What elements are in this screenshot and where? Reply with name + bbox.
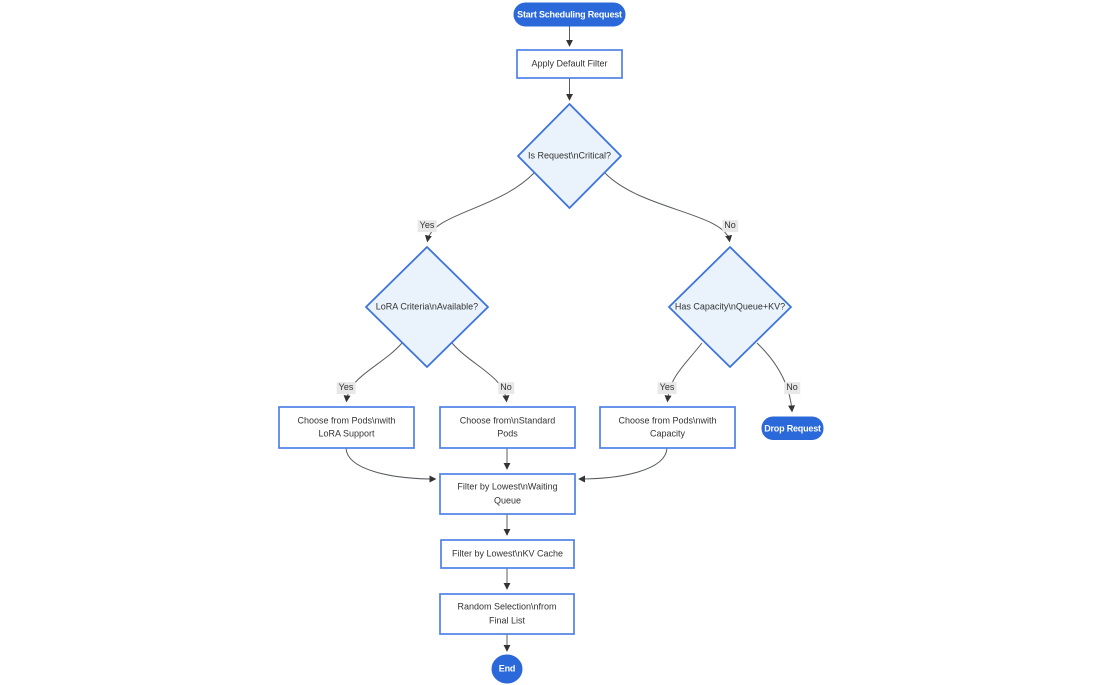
end-node — [491, 654, 523, 684]
edge-lora-no — [451, 342, 510, 403]
choose-standard-pods-node — [439, 406, 576, 449]
edge-label-lora-yes: Yes — [336, 382, 356, 394]
edge-lorapods-to-filterqueue — [345, 447, 437, 483]
apply-filter-node-label: Apply Default Filter — [531, 58, 608, 69]
is-critical-decision-label: Is Request\nCritical? — [527, 150, 612, 161]
edge-capacity-no — [756, 342, 796, 413]
filter-waiting-queue-node — [439, 473, 576, 515]
start-node — [513, 2, 626, 27]
edge-label-critical-yes: Yes — [417, 220, 437, 232]
choose-standard-pods-label: Choose from\nStandard Pods — [459, 415, 556, 439]
edge-critical-no — [604, 172, 733, 243]
choose-capacity-pods-node — [599, 406, 736, 449]
has-capacity-decision-label: Has Capacity\nQueue+KV? — [674, 301, 786, 312]
edge-capacity-yes — [664, 342, 703, 403]
filter-kv-cache-node — [440, 539, 575, 569]
random-selection-label: Random Selection\nfrom Final List — [457, 601, 557, 626]
choose-capacity-pods-label: Choose from Pods\nwith Capacity — [618, 415, 717, 439]
choose-lora-pods-node — [278, 406, 415, 449]
has-capacity-decision-node — [668, 246, 792, 368]
edge-label-lora-no: No — [498, 382, 514, 394]
filter-waiting-queue-label: Filter by Lowest\nWaiting Queue — [457, 481, 558, 506]
lora-criteria-decision-node — [365, 246, 489, 368]
edge-label-critical-no: No — [722, 220, 738, 232]
edge-critical-yes — [424, 172, 535, 243]
edge-capacitypods-to-filterqueue — [578, 447, 668, 483]
random-selection-node — [439, 593, 575, 635]
drop-request-node — [761, 416, 824, 440]
choose-lora-pods-label: Choose from Pods\nwith LoRA Support — [297, 415, 396, 439]
edge-label-capacity-no: No — [784, 382, 800, 394]
start-node-label: Start Scheduling Request — [517, 8, 622, 19]
edge-lora-yes — [343, 342, 403, 403]
is-critical-decision-node — [517, 103, 622, 209]
edge-label-capacity-yes: Yes — [657, 382, 677, 394]
lora-criteria-decision-label: LoRA Criteria\nAvailable? — [375, 301, 479, 312]
drop-request-label: Drop Request — [764, 422, 821, 433]
end-node-label: End — [498, 663, 516, 674]
apply-filter-node — [516, 49, 623, 79]
filter-kv-cache-label: Filter by Lowest\nKV Cache — [451, 548, 564, 559]
